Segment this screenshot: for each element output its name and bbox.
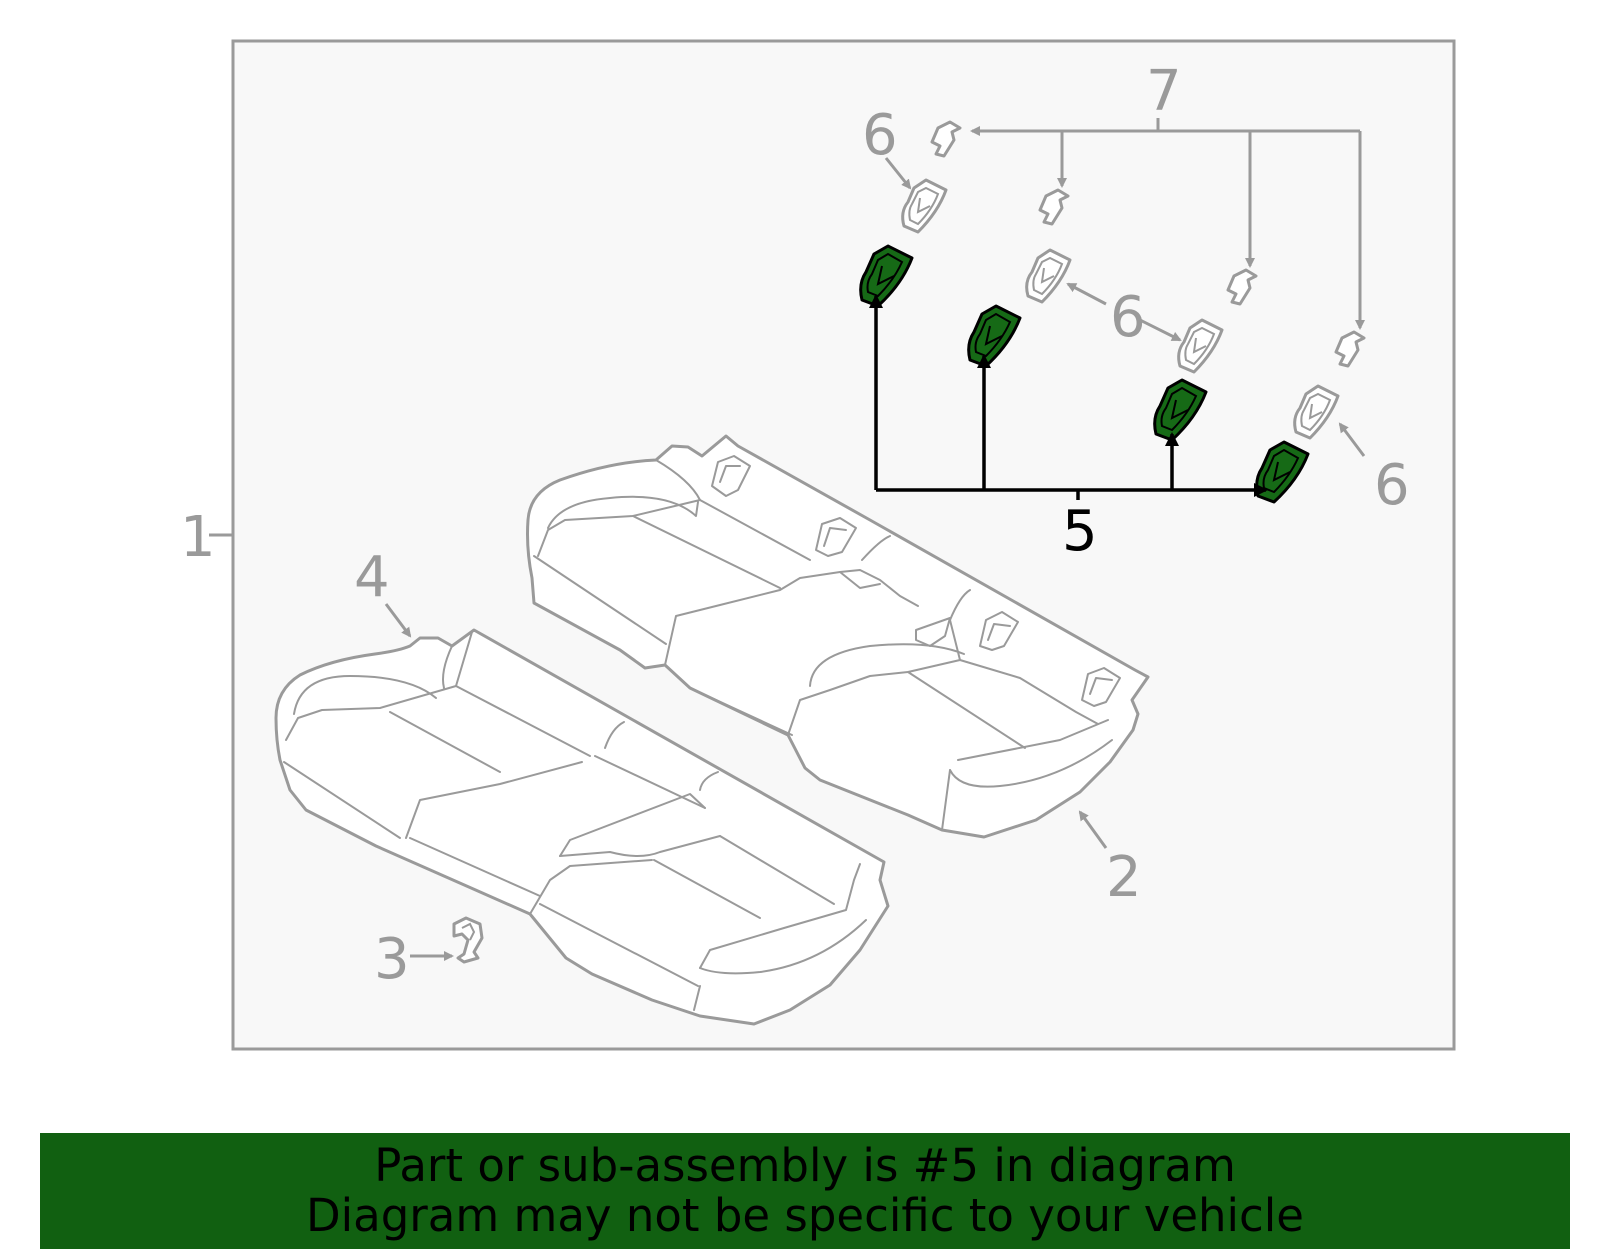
callout-3: 3 <box>374 927 410 992</box>
callout-6-top: 6 <box>862 103 898 168</box>
callout-6-right: 6 <box>1374 453 1410 518</box>
info-banner: Part or sub-assembly is #5 in diagram Di… <box>40 1133 1570 1249</box>
leader-part-4 <box>384 603 412 638</box>
leader-part-2 <box>1078 810 1108 849</box>
callout-6-middle: 6 <box>1110 285 1146 350</box>
callout-5: 5 <box>1062 499 1098 564</box>
banner-line-2: Diagram may not be specific to your vehi… <box>306 1189 1304 1242</box>
callout-4: 4 <box>354 545 390 610</box>
banner-line-1: Part or sub-assembly is #5 in diagram <box>374 1139 1236 1192</box>
callout-1: 1 <box>180 505 216 570</box>
callout-2: 2 <box>1106 845 1142 910</box>
leaders-part-6 <box>884 157 1366 457</box>
seat-back-part <box>526 434 1150 839</box>
hook-part-3 <box>452 916 484 964</box>
leaders-part-5 <box>869 294 1268 500</box>
seat-cushion-part <box>274 628 890 1026</box>
callout-7: 7 <box>1146 59 1182 124</box>
leaders-part-7 <box>970 118 1365 330</box>
